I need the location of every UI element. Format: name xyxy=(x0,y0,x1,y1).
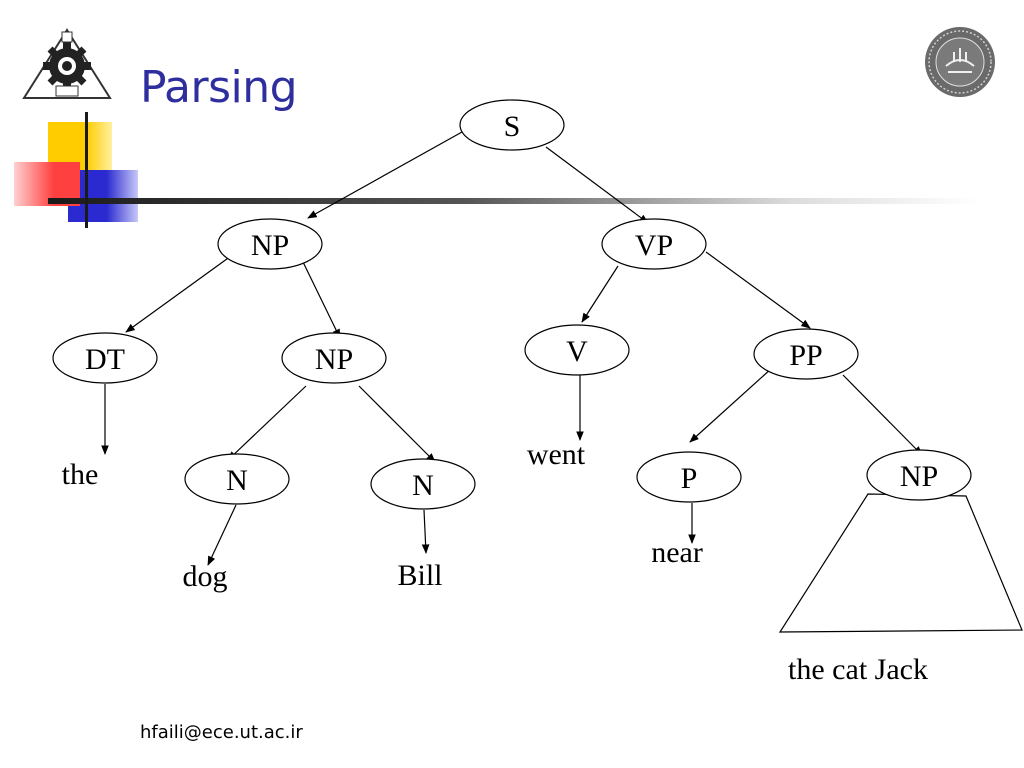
edge-s-np xyxy=(307,131,463,219)
node-np-inner: NP xyxy=(281,332,387,384)
svg-text:N: N xyxy=(412,469,434,502)
edge-np-n-right xyxy=(358,385,436,463)
edge-n-dog xyxy=(207,504,237,566)
slide-title: Parsing xyxy=(140,62,298,113)
svg-text:NP: NP xyxy=(251,229,289,262)
node-p: P xyxy=(636,451,742,503)
node-n-bill: N xyxy=(370,458,476,510)
svg-text:P: P xyxy=(681,462,698,495)
word-the: the xyxy=(62,458,99,491)
edge-pp-np xyxy=(842,374,923,456)
edge-np-np xyxy=(302,261,341,339)
edge-s-vp xyxy=(545,146,649,224)
svg-text:N: N xyxy=(226,464,248,497)
word-went: went xyxy=(527,438,586,471)
node-np-object: NP xyxy=(866,449,972,501)
engineering-faculty-logo xyxy=(22,28,112,102)
university-of-tehran-seal xyxy=(924,26,996,98)
svg-text:PP: PP xyxy=(789,339,822,372)
svg-text:DT: DT xyxy=(85,343,125,376)
edge-np-n-left xyxy=(227,385,307,461)
edge-vp-pp xyxy=(705,251,811,329)
node-vp: VP xyxy=(601,218,707,270)
node-n-dog: N xyxy=(184,453,290,505)
edge-vp-v xyxy=(581,265,619,323)
edge-np-dt xyxy=(125,255,232,333)
svg-text:NP: NP xyxy=(900,460,938,493)
np-subtree-triangle xyxy=(778,493,1023,633)
svg-text:VP: VP xyxy=(635,229,673,262)
gear-logo-icon xyxy=(22,28,112,99)
svg-text:NP: NP xyxy=(315,343,353,376)
svg-text:V: V xyxy=(566,335,588,368)
node-v: V xyxy=(524,324,630,376)
word-dog: dog xyxy=(183,560,228,593)
node-s: S xyxy=(459,99,565,151)
word-bill: Bill xyxy=(397,559,442,592)
footer-email: hfaili@ece.ut.ac.ir xyxy=(140,722,303,743)
decor-horizontal-rule xyxy=(48,198,978,204)
edge-pp-p xyxy=(689,367,773,443)
node-pp: PP xyxy=(753,328,859,380)
node-dt: DT xyxy=(52,332,158,384)
edge-n-bill xyxy=(421,509,430,554)
decor-vertical-rule xyxy=(85,112,88,228)
phrase-the-cat-jack: the cat Jack xyxy=(788,653,928,686)
word-near: near xyxy=(651,536,703,569)
seal-icon xyxy=(925,27,995,97)
node-np-subject: NP xyxy=(217,218,323,270)
svg-text:S: S xyxy=(504,110,521,143)
